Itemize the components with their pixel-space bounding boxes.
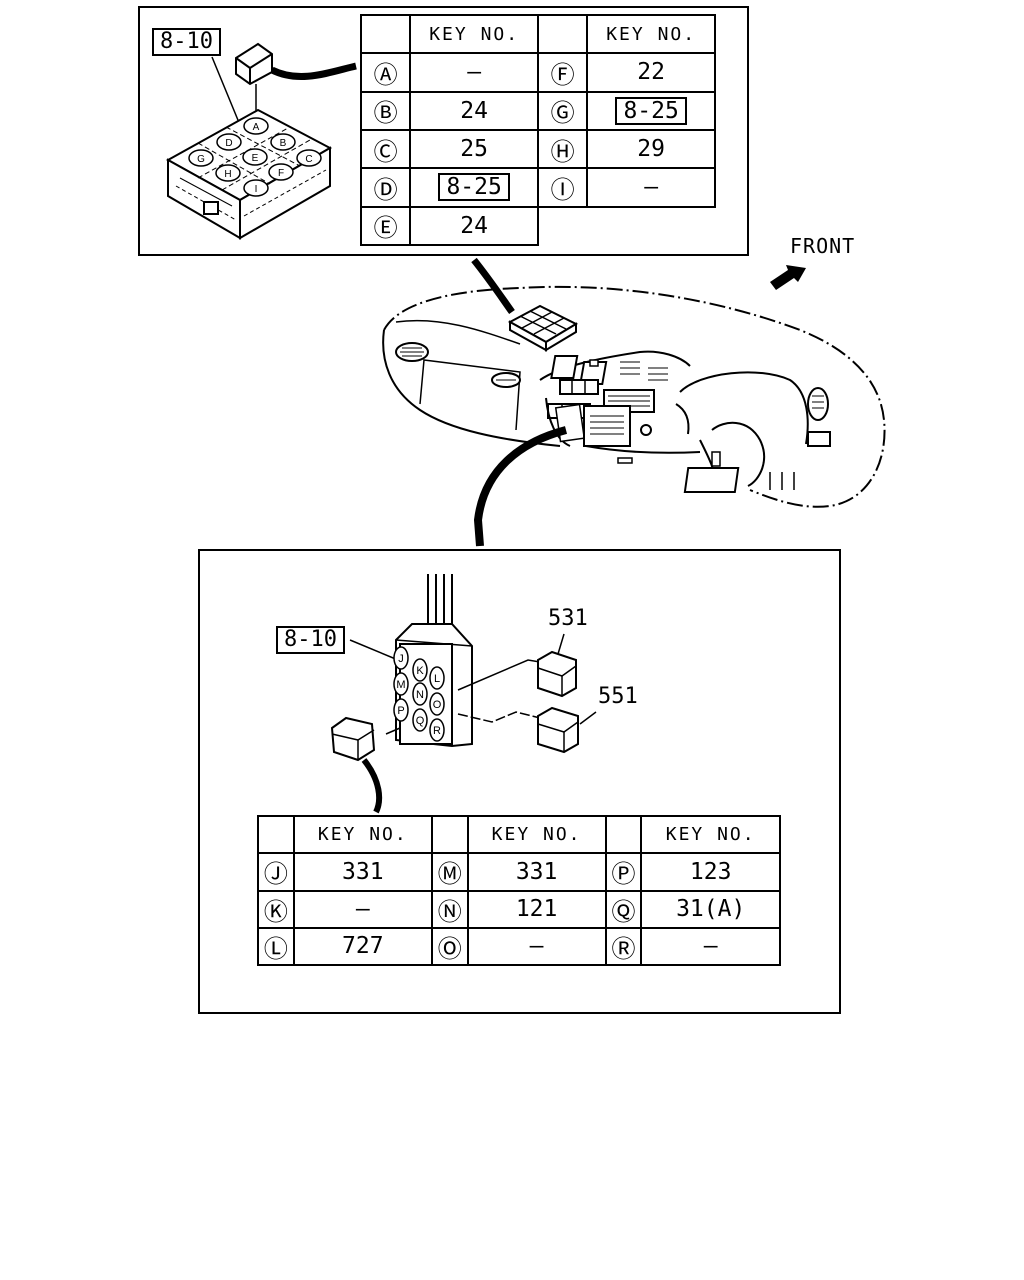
key-cell: 22 <box>586 52 716 93</box>
header-key-no-2: KEY NO. <box>466 814 607 855</box>
pin-cell: Ⓜ <box>430 852 469 892</box>
part-number-531: 531 <box>548 606 588 631</box>
pin-cell: Ⓝ <box>430 889 469 929</box>
pin-cell: Ⓒ <box>359 128 412 170</box>
pin-cell: Ⓖ <box>536 90 589 131</box>
pin-cell: Ⓠ <box>604 889 643 929</box>
pin-cell: Ⓗ <box>536 128 589 170</box>
key-cell: 8-25 <box>409 167 539 208</box>
pin-e-label: E <box>252 153 259 164</box>
pin-cell: Ⓑ <box>359 90 412 131</box>
header-key-no-1: KEY NO. <box>409 13 539 55</box>
header-key-no-3: KEY NO. <box>640 814 781 855</box>
pin-f-label: F <box>278 168 284 179</box>
key-cell: 24 <box>409 205 539 247</box>
pin-o-label: O <box>433 699 442 711</box>
pin-m-label: M <box>396 679 405 691</box>
pin-p-label: P <box>397 705 404 717</box>
pin-cell: Ⓛ <box>257 926 295 967</box>
pin-i-label: I <box>255 184 258 195</box>
pin-h-label: H <box>224 169 231 180</box>
pin-cell: Ⓞ <box>430 926 469 967</box>
pin-q-label: Q <box>416 715 425 727</box>
pin-c-label: C <box>305 154 312 165</box>
pin-cell: Ⓙ <box>257 852 295 892</box>
pin-cell: Ⓔ <box>359 205 412 247</box>
pin-cell: Ⓐ <box>359 52 412 93</box>
key-cell: — <box>292 889 433 929</box>
key-cell: — <box>586 167 716 208</box>
key-cell: 331 <box>466 852 607 892</box>
pin-g-label: G <box>197 154 205 165</box>
key-cell: 8-25 <box>586 90 716 131</box>
pin-k-label: K <box>416 665 424 677</box>
relay-551-icon <box>537 706 597 754</box>
pin-b-label: B <box>280 138 287 149</box>
top-pin-circles: A B C D E F G H I <box>188 117 322 197</box>
pin-n-label: N <box>416 689 424 701</box>
key-cell: — <box>409 52 539 93</box>
top-key-table: KEY NO. KEY NO. Ⓐ — Ⓕ 22 Ⓑ 24 Ⓖ 8-25 Ⓒ 2… <box>359 13 716 247</box>
bottom-key-table: KEY NO. KEY NO. KEY NO. Ⓙ 331 Ⓜ 331 Ⓟ 12… <box>257 814 781 967</box>
pin-d-label: D <box>225 138 232 149</box>
part-number-551: 551 <box>598 684 638 709</box>
bottom-pin-circles: J K L M N O P Q R <box>393 646 445 742</box>
key-cell: 727 <box>292 926 433 967</box>
boxed-reference: 8-25 <box>615 96 687 125</box>
top-reference-label: 8-10 <box>152 28 221 56</box>
key-cell: 29 <box>586 128 716 170</box>
key-cell: — <box>466 926 607 967</box>
pin-cell: Ⓡ <box>604 926 643 967</box>
key-cell: 121 <box>466 889 607 929</box>
pin-r-label: R <box>433 725 441 737</box>
dash-relay-block <box>507 304 579 352</box>
key-cell: 31(A) <box>640 889 781 929</box>
small-relay-icon <box>235 42 273 118</box>
key-cell: 331 <box>292 852 433 892</box>
header-key-no-1: KEY NO. <box>292 814 433 855</box>
pin-j-label: J <box>398 653 404 665</box>
pin-cell: Ⓟ <box>604 852 643 892</box>
pin-l-label: L <box>434 673 440 685</box>
boxed-reference: 8-25 <box>438 173 510 202</box>
pin-cell: Ⓓ <box>359 167 412 208</box>
relay-531-icon <box>537 633 577 698</box>
bottom-reference-label: 8-10 <box>276 626 345 654</box>
key-cell: 123 <box>640 852 781 892</box>
header-key-no-2: KEY NO. <box>586 13 716 55</box>
pin-cell: Ⓚ <box>257 889 295 929</box>
key-cell: — <box>640 926 781 967</box>
key-cell: 25 <box>409 128 539 170</box>
key-cell: 24 <box>409 90 539 131</box>
relay-left-icon <box>330 716 376 762</box>
pin-a-label: A <box>253 122 260 133</box>
pin-cell: Ⓘ <box>536 167 589 208</box>
front-label: FRONT <box>790 234 856 258</box>
pin-cell: Ⓕ <box>536 52 589 93</box>
